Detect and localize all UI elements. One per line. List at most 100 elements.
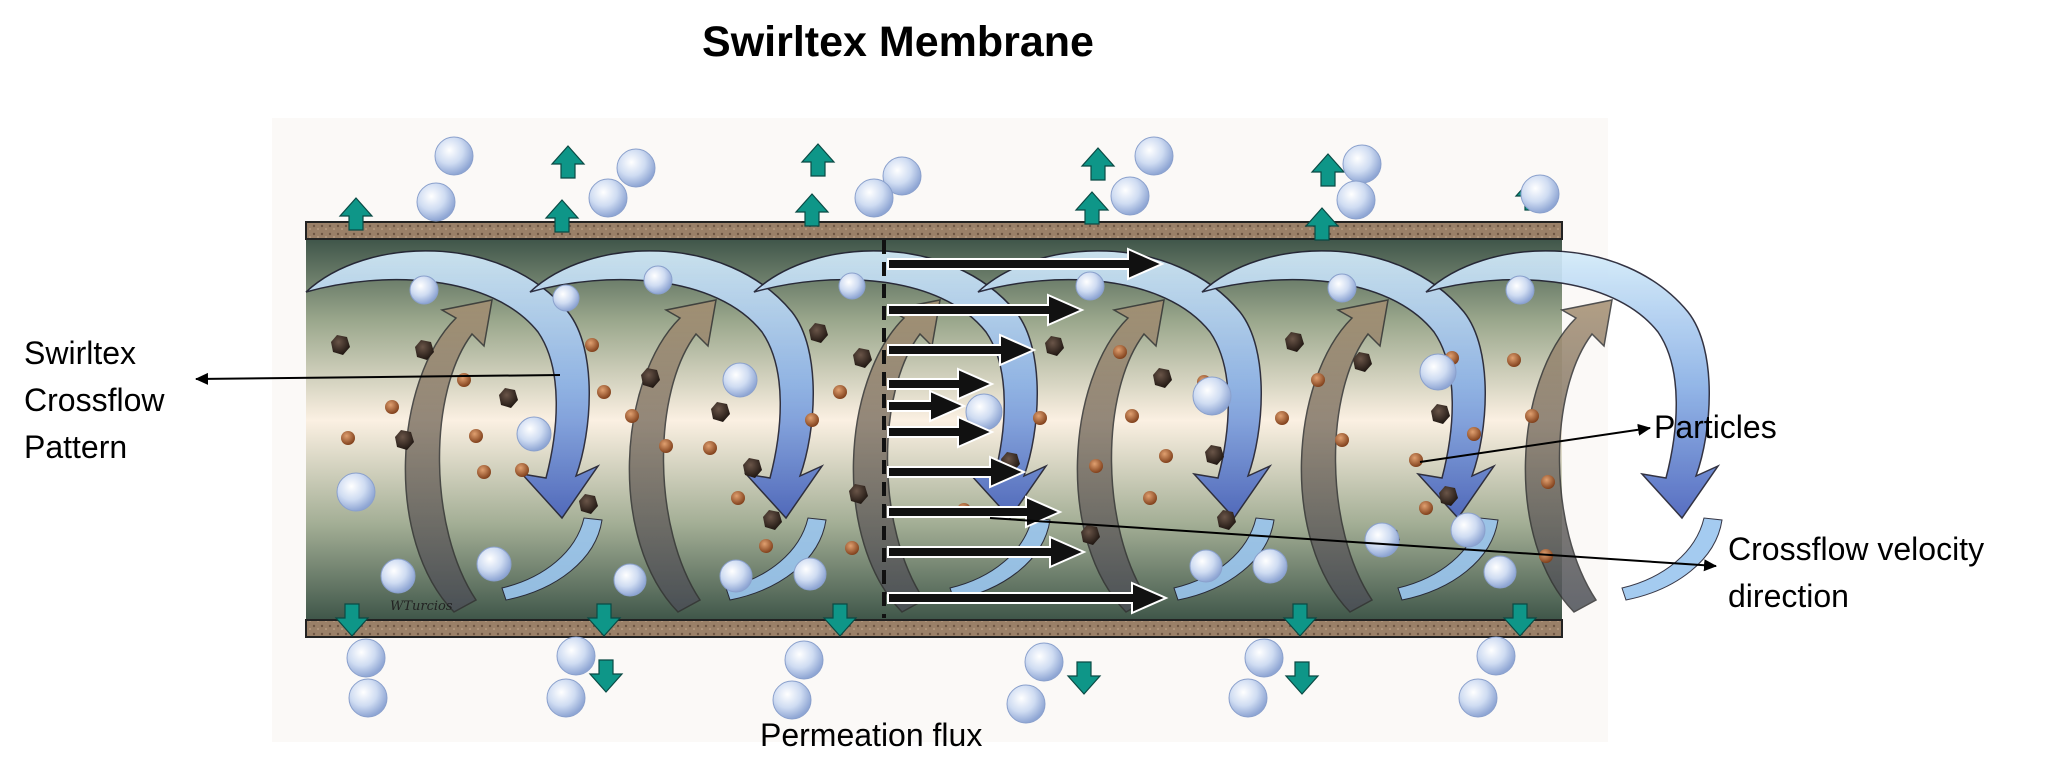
permeate-bubble — [1364, 522, 1400, 558]
permeate-bubble — [772, 680, 812, 720]
particle-dark — [711, 402, 730, 422]
particles-leader-line — [1419, 423, 1651, 463]
permeate-bubble — [1075, 271, 1105, 301]
permeate-bubble — [1419, 353, 1457, 391]
permeate-bubble — [616, 148, 656, 188]
permeate-bubble — [838, 272, 866, 300]
particle-brown — [1113, 345, 1127, 359]
permeate-bubble — [1024, 642, 1064, 682]
permeate-bubbles — [346, 136, 1560, 724]
particle-dark — [853, 348, 872, 368]
flux-arrow-down — [822, 603, 858, 637]
particle-brown — [1159, 449, 1173, 463]
particle-brown — [597, 385, 611, 399]
velocity-label: Crossflow velocity direction — [1728, 531, 1985, 614]
particle-brown — [1089, 459, 1103, 473]
permeate-bubble — [516, 416, 552, 452]
velocity-arrow — [887, 247, 1165, 281]
flux-arrow-down — [588, 659, 624, 693]
permeate-bubble — [1483, 555, 1517, 589]
flux-arrow-down — [586, 603, 622, 637]
flux-arrow-up — [544, 199, 580, 233]
velocity-arrow — [887, 333, 1037, 367]
particle-dark — [1205, 445, 1224, 465]
particle-brown — [515, 463, 529, 477]
particle-dark — [641, 368, 660, 388]
permeate-bubble — [1520, 174, 1560, 214]
swirl-leader-line — [195, 372, 561, 385]
particle-brown — [1467, 427, 1481, 441]
permeate-bubble — [380, 558, 416, 594]
particle-brown — [845, 541, 859, 555]
particle-dark — [763, 510, 782, 530]
flux-arrow-up — [1304, 207, 1340, 241]
particle-brown — [585, 338, 599, 352]
particle-brown — [1409, 453, 1423, 467]
particle-dark — [415, 340, 434, 360]
particle-dark — [1217, 510, 1236, 530]
particle-brown — [1311, 373, 1325, 387]
particle-brown — [759, 539, 773, 553]
membrane-wall-top — [305, 221, 1563, 240]
swirl-return-band — [1621, 517, 1723, 601]
particle-dark — [1081, 525, 1100, 545]
particle-brown — [1525, 409, 1539, 423]
flux-arrow-up — [800, 143, 836, 177]
particle-brown — [469, 429, 483, 443]
permeate-bubble — [434, 136, 474, 176]
particle-brown — [1275, 411, 1289, 425]
particle-dark — [331, 335, 350, 355]
permeate-bubble — [1252, 548, 1288, 584]
permeate-bubble — [476, 546, 512, 582]
velocity-arrow — [887, 495, 1063, 529]
velocity-arrow — [887, 415, 995, 449]
flux-arrow-down — [334, 603, 370, 637]
swirl-pattern-label: Swirltex Crossflow Pattern — [24, 335, 165, 465]
particle-brown — [805, 413, 819, 427]
velocity-arrow — [887, 293, 1085, 327]
permeate-bubble — [1476, 636, 1516, 676]
velocity-arrow — [887, 581, 1169, 615]
particle-brown — [341, 431, 355, 445]
inner-bubbles — [336, 265, 1535, 597]
permeate-bubble — [1134, 136, 1174, 176]
flux-arrow-up — [338, 197, 374, 231]
permeate-bubble — [416, 182, 456, 222]
permeate-bubble — [882, 156, 922, 196]
permeate-bubble — [643, 265, 673, 295]
particle-dark — [1153, 368, 1172, 388]
particle-brown — [731, 491, 745, 505]
flux-arrow-down — [1284, 661, 1320, 695]
permeate-bubble — [348, 678, 388, 718]
particle-brown — [703, 441, 717, 455]
particle-dark — [809, 323, 828, 343]
particle-brown — [625, 409, 639, 423]
permeate-bubble — [1327, 273, 1357, 303]
particle-brown — [659, 439, 673, 453]
flux-arrow-up — [550, 145, 586, 179]
permeate-bubble — [336, 472, 376, 512]
permeate-bubble — [1505, 275, 1535, 305]
particle-brown — [1335, 433, 1349, 447]
swirl-return-band — [725, 517, 827, 601]
swirl-front-arrow — [1201, 250, 1497, 520]
particle-dark — [395, 430, 414, 450]
swirl-front-arrow — [1425, 250, 1721, 520]
permeate-bubble — [1458, 678, 1498, 718]
permeate-bubble — [793, 557, 827, 591]
flux-arrow-down — [1502, 603, 1538, 637]
particle-dark — [1285, 332, 1304, 352]
flux-arrow-up — [1074, 191, 1110, 225]
permeate-bubble — [1244, 638, 1284, 678]
particle-dark — [849, 484, 868, 504]
diagram-title: Swirltex Membrane — [702, 18, 1094, 66]
particle-brown — [1125, 409, 1139, 423]
permeate-bubble — [556, 636, 596, 676]
velocity-arrow — [887, 455, 1027, 489]
permeate-bubble — [409, 275, 439, 305]
permeate-bubble — [1450, 512, 1486, 548]
particle-brown — [1539, 549, 1553, 563]
velocity-arrow — [887, 389, 967, 423]
velocity-arrow — [887, 535, 1087, 569]
permeate-bubble — [1342, 144, 1382, 184]
